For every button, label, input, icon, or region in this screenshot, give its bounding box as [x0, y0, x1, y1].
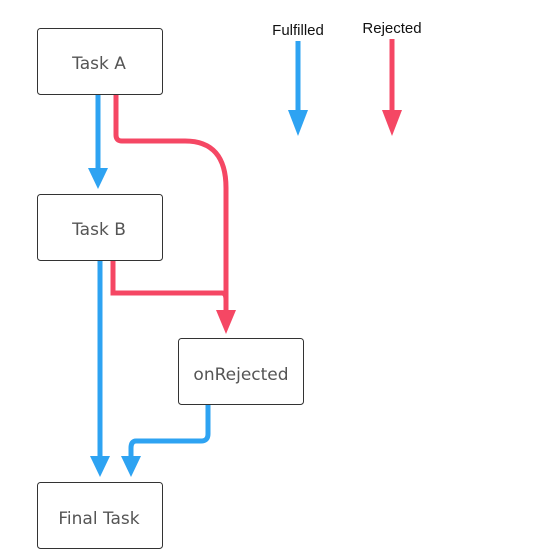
node-final-task: Final Task: [37, 482, 163, 549]
node-task-a-label: Task A: [71, 54, 126, 74]
legend: Fulfilled Rejected: [272, 20, 422, 136]
edge-onrejected-to-final-arrowhead: [121, 456, 141, 477]
legend-fulfilled-arrowhead: [288, 110, 308, 136]
node-on-rejected-label: onRejected: [193, 365, 288, 385]
node-on-rejected: onRejected: [178, 338, 304, 405]
legend-rejected-label: Rejected: [362, 20, 421, 37]
node-final-task-label: Final Task: [58, 509, 139, 529]
legend-fulfilled-label: Fulfilled: [272, 22, 324, 39]
edge-onrejected-to-final: [128, 405, 211, 460]
edge-taskA-to-taskB-arrowhead: [88, 168, 108, 189]
edge-to-onrejected-arrowhead: [216, 310, 236, 334]
edge-taskB-to-final-arrowhead: [90, 456, 110, 477]
node-task-b: Task B: [37, 194, 163, 261]
edge-taskB-to-onrejected: [110, 260, 229, 301]
node-task-a: Task A: [37, 28, 163, 95]
node-task-b-label: Task B: [71, 220, 126, 240]
legend-rejected-arrowhead: [382, 110, 402, 136]
edge-taskA-to-onrejected: [113, 94, 229, 312]
